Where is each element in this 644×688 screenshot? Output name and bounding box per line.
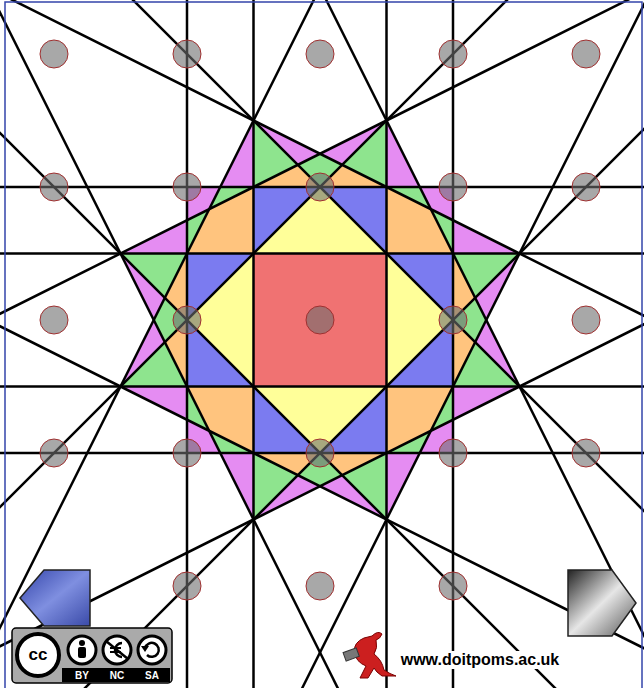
bisector-line xyxy=(0,252,644,255)
cc-logo-text: cc xyxy=(27,646,50,665)
lattice-point xyxy=(439,572,467,600)
lattice-point xyxy=(173,572,201,600)
lattice-point xyxy=(40,439,68,467)
zone-region xyxy=(254,254,387,387)
website-url: www.doitpoms.ac.uk xyxy=(399,651,562,669)
lattice-point xyxy=(572,439,600,467)
lattice-point xyxy=(40,40,68,68)
license-term: NC xyxy=(108,670,126,681)
lattice-point xyxy=(306,572,334,600)
lattice-point xyxy=(306,173,334,201)
lattice-point xyxy=(439,439,467,467)
lattice-point xyxy=(173,173,201,201)
bisector-line xyxy=(385,0,388,688)
frame xyxy=(5,2,642,688)
lattice-point xyxy=(572,173,600,201)
bisector-line xyxy=(0,385,644,388)
lattice-point xyxy=(439,173,467,201)
previous-arrow xyxy=(20,570,90,626)
lattice-point xyxy=(572,40,600,68)
license-term: BY xyxy=(73,670,91,681)
lattice-point xyxy=(173,306,201,334)
lattice-point xyxy=(572,306,600,334)
lattice-point xyxy=(439,40,467,68)
zone-fills xyxy=(121,121,520,520)
lattice-points xyxy=(40,40,600,600)
lattice-point xyxy=(306,40,334,68)
lattice-point xyxy=(306,439,334,467)
lattice-point xyxy=(439,306,467,334)
lattice-point xyxy=(40,173,68,201)
kangaroo-logo xyxy=(343,632,396,678)
lattice-point xyxy=(40,306,68,334)
lattice-point xyxy=(306,306,334,334)
next-arrow xyxy=(568,570,636,636)
bisector-line xyxy=(252,0,255,688)
cc-badge xyxy=(12,628,172,683)
license-term: SA xyxy=(143,670,161,681)
lattice-point xyxy=(173,439,201,467)
lattice-point xyxy=(173,40,201,68)
